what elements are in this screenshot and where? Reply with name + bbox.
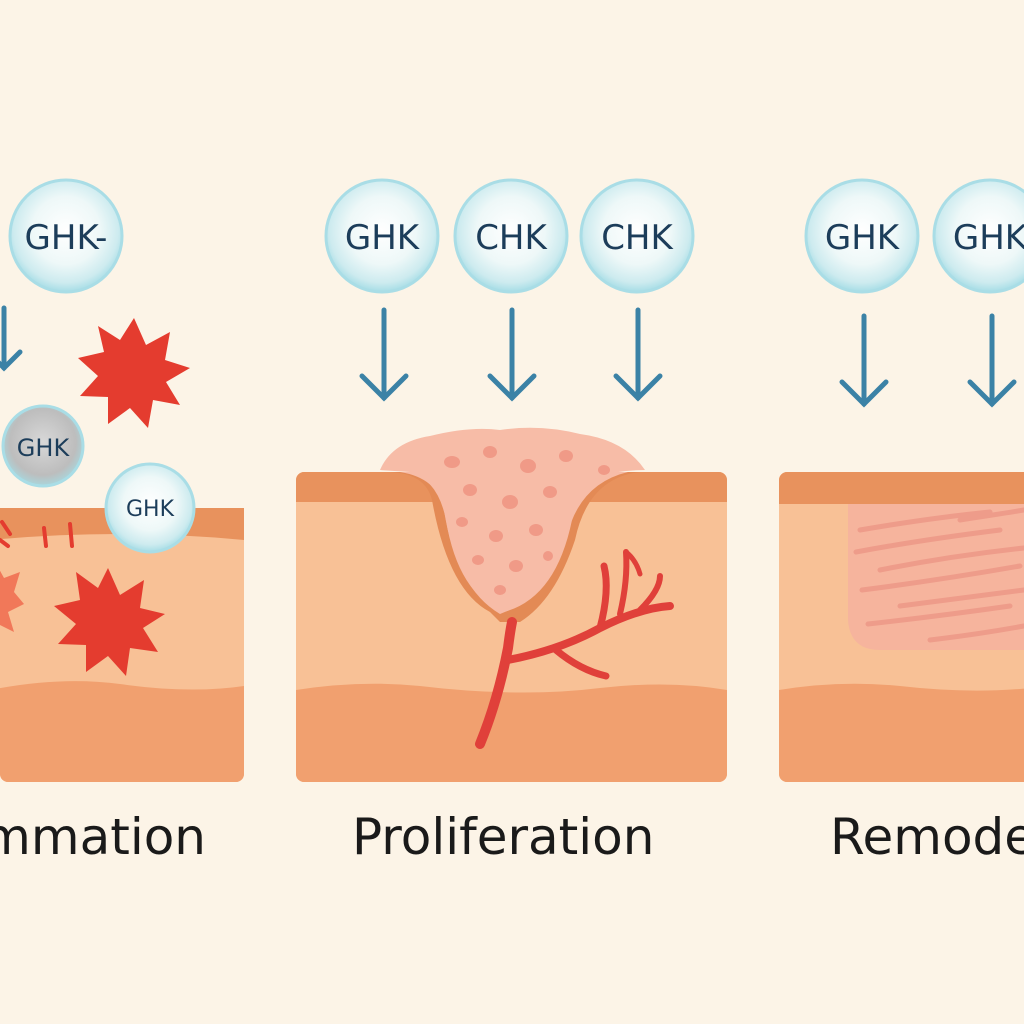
bubble-label: GHK [126,497,175,522]
ghk-peptide-bubble: GHK [804,178,920,294]
collagen-fibers [853,507,1024,643]
bubble-label: GHK [825,218,901,258]
blood-vessel [475,549,674,749]
skin-lower-layer [779,683,1024,782]
skin-lower-layer [296,683,727,782]
ghk-peptide-bubble: GHK [324,178,440,294]
bubble-label: CHK [475,218,548,258]
arrow-down-icon [0,305,23,372]
chk-peptide-bubble: CHK [453,178,569,294]
stage-label-inflammation: mmation [0,808,206,866]
bubble-label: GHK [345,218,421,258]
ghk-peptide-bubble: GHK- [8,178,124,294]
ghk-peptide-bubble: GHK [1,404,85,488]
inflammation-starburst [78,318,190,428]
stage-label-remodeling: Remode [830,808,1024,866]
arrow-down-icon [359,307,409,402]
bubble-label: CHK [601,218,674,258]
bubble-label: GHK [17,434,71,462]
granulation-tissue [380,427,645,612]
inflammation-starburst [54,568,165,676]
bubble-label: GHK [953,218,1024,258]
arrow-down-icon [613,307,663,402]
chk-peptide-bubble: CHK [579,178,695,294]
bubble-label: GHK- [25,218,108,258]
ghk-peptide-bubble: GHK [104,462,196,554]
skin-top-layer [779,472,1024,504]
ghk-peptide-bubble: GHK [932,178,1024,294]
arrow-down-icon [839,313,889,408]
arrow-down-icon [967,313,1017,408]
inflammation-starburst-partial [0,570,24,632]
skin-panel-remodeling [779,472,1024,782]
stage-label-proliferation: Proliferation [352,808,655,866]
skin-lower-layer [0,681,244,782]
inflammation-sparks [0,520,74,548]
arrow-down-icon [487,307,537,402]
